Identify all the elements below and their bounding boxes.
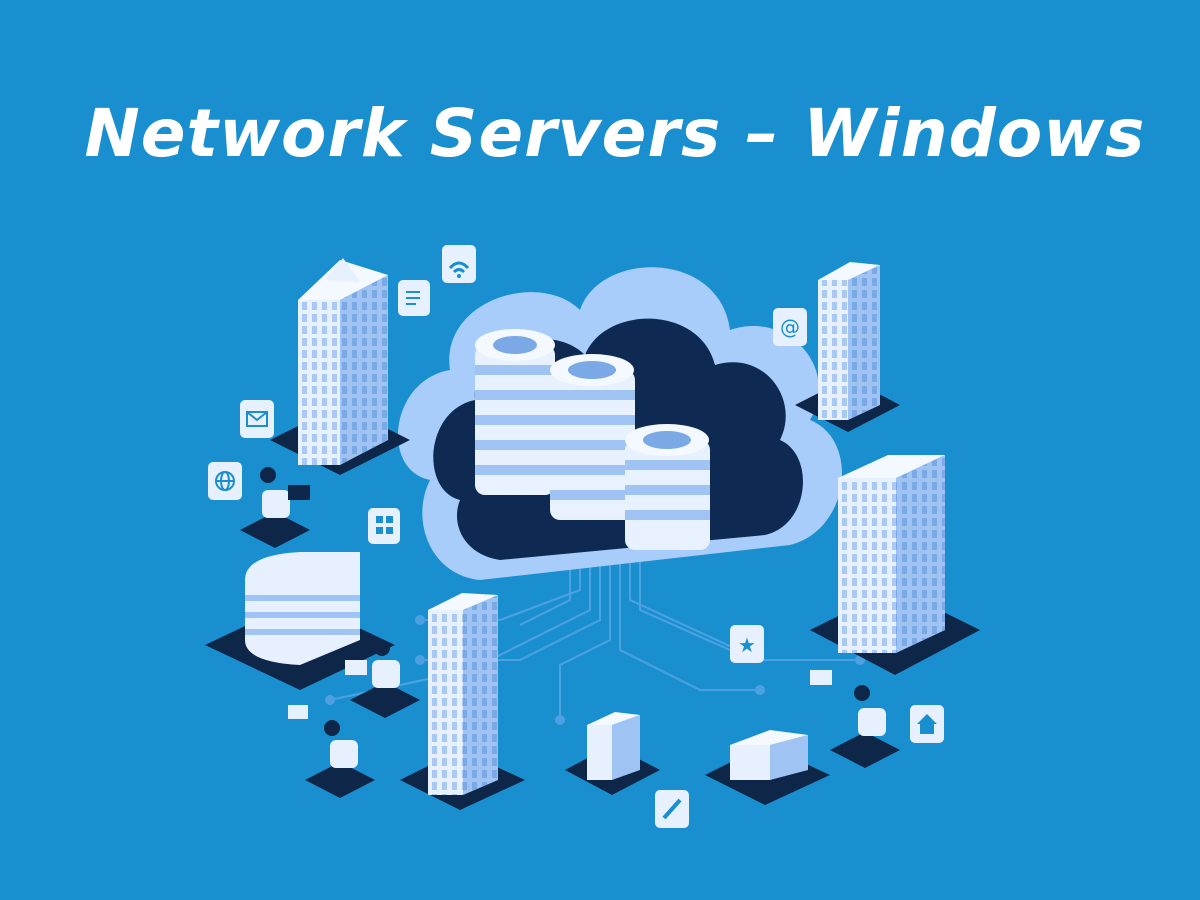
page-title: Network Servers – Windows <box>84 95 1146 172</box>
document-edit-icon <box>398 280 430 316</box>
home-icon <box>910 705 944 743</box>
cloud-server-cluster <box>397 267 843 580</box>
pencil-icon <box>655 790 689 828</box>
server-stack-3 <box>625 424 710 550</box>
svg-text:@: @ <box>780 315 800 339</box>
building-low-flat <box>705 730 830 805</box>
mail-icon <box>240 400 274 438</box>
person-desk-middle <box>345 640 420 718</box>
building-front-center <box>400 593 525 810</box>
building-small-cube <box>565 712 660 795</box>
svg-text:★: ★ <box>738 633 756 657</box>
circuit-lines <box>325 560 865 725</box>
app-grid-icon <box>368 508 400 544</box>
person-desk-right <box>810 670 900 768</box>
skyscraper-top-left <box>270 258 410 475</box>
wifi-icon <box>442 245 476 283</box>
globe-icon <box>208 462 242 500</box>
skyscraper-top-right <box>795 262 900 432</box>
star-icon: ★ <box>730 625 764 663</box>
building-right <box>810 455 980 675</box>
person-desk-bottom-left <box>288 705 375 798</box>
at-sign-icon: @ <box>773 308 807 346</box>
person-desk-top-left <box>240 467 310 548</box>
server-stack-2 <box>550 354 635 520</box>
server-stack-1 <box>475 329 555 495</box>
